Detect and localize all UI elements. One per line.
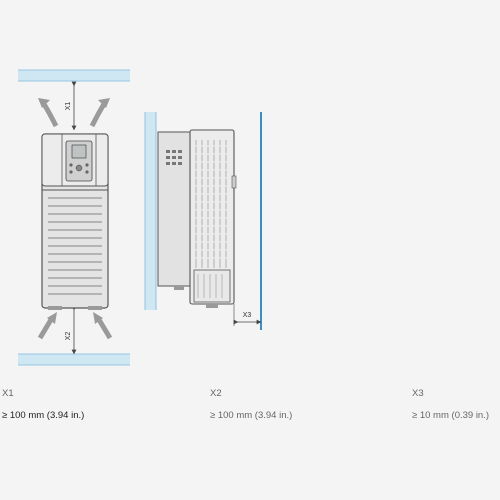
x3-label: X3 (243, 312, 252, 319)
airflow-in-left-arrow (37, 316, 55, 340)
bottom-clearance-plate (18, 354, 130, 365)
x3-value: ≥ 10 mm (0.39 in.) (412, 410, 490, 421)
airflow-in-right-arrow (95, 316, 113, 340)
keypad-display (71, 144, 87, 159)
x2-header: X2 (210, 388, 222, 399)
x1-label: X1 (65, 102, 72, 111)
x3-header: X3 (412, 388, 424, 399)
drive-side (157, 129, 237, 308)
x1-value: ≥ 100 mm (3.94 in.) (2, 410, 85, 421)
airflow-out-right-arrow (89, 102, 107, 128)
side-vent-grille (195, 140, 227, 268)
front-vent-slats (48, 197, 102, 295)
airflow-out-left-arrow (41, 102, 59, 128)
top-clearance-plate (18, 70, 130, 81)
drive-front (41, 133, 109, 310)
front-view: X1 X2 (18, 69, 130, 366)
side-view: X3 (144, 112, 262, 330)
x2-value: ≥ 100 mm (3.94 in.) (210, 410, 293, 421)
x2-label: X2 (65, 332, 72, 341)
x1-header: X1 (2, 388, 14, 399)
mounting-wall-plate (145, 112, 156, 310)
